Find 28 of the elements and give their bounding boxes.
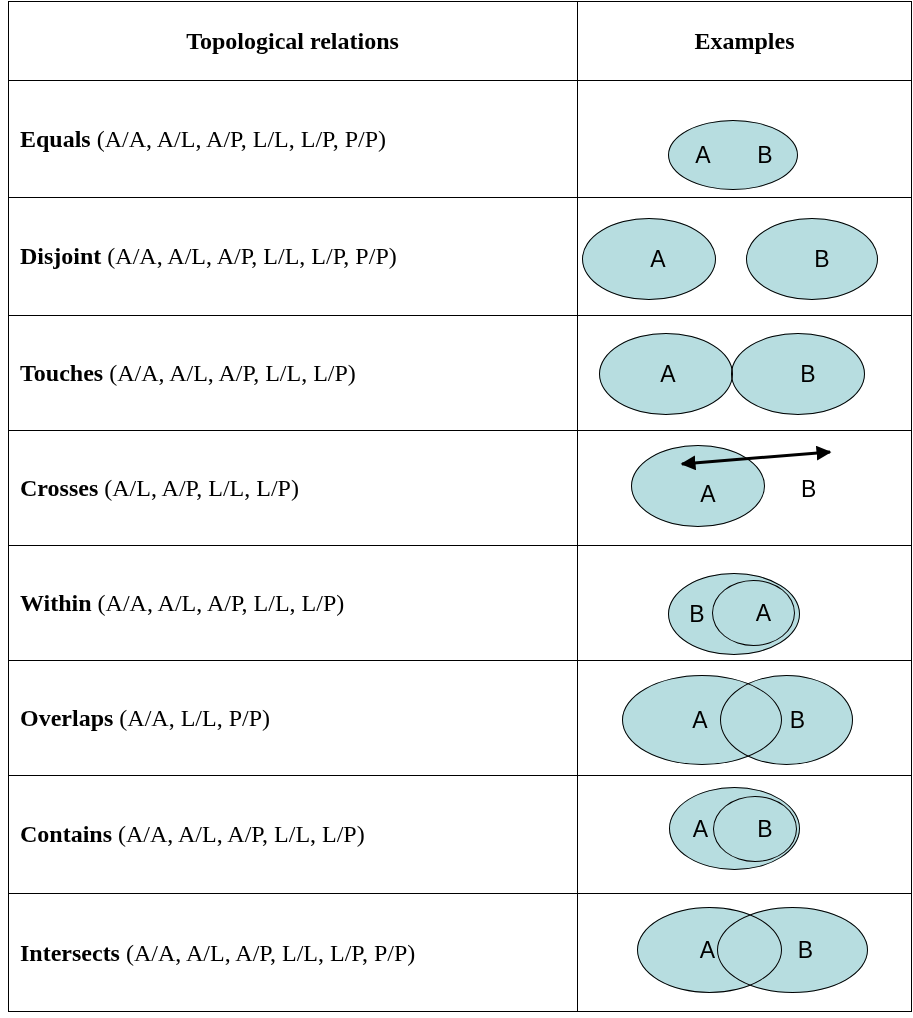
region-letter: A xyxy=(692,708,708,732)
relation-label: Crosses (A/L, A/P, L/L, L/P) xyxy=(20,473,299,503)
region-letter: A xyxy=(755,601,772,625)
relation-label: Touches (A/A, A/L, A/P, L/L, L/P) xyxy=(20,358,356,388)
region-letter: A xyxy=(695,143,711,167)
region-letter: B xyxy=(797,938,814,962)
ellipse xyxy=(712,580,795,646)
relation-label: Intersects (A/A, A/L, A/P, L/L, L/P, P/P) xyxy=(20,938,416,968)
region-letter: B xyxy=(689,602,705,626)
relation-label: Disjoint (A/A, A/L, A/P, L/L, L/P, P/P) xyxy=(20,242,397,271)
region-letter: A xyxy=(660,362,676,386)
region-letter: B xyxy=(757,143,773,167)
region-letter: B xyxy=(800,362,816,386)
region-letter: A xyxy=(650,247,666,271)
ellipse xyxy=(713,796,797,862)
region-letter: B xyxy=(789,708,806,732)
line-letter: B xyxy=(801,478,817,501)
relation-label: Overlaps (A/A, L/L, P/P) xyxy=(20,703,270,733)
relation-label: Equals (A/A, A/L, A/P, L/L, L/P, P/P) xyxy=(20,124,387,154)
region-letter: B xyxy=(814,247,830,271)
region-letter: A xyxy=(692,817,709,840)
region-letter: A xyxy=(700,482,716,506)
region-letter: A xyxy=(699,938,716,962)
region-letter: B xyxy=(757,817,773,841)
column-header: Topological relations xyxy=(186,26,399,56)
relation-label: Contains (A/A, A/L, A/P, L/L, L/P) xyxy=(20,820,365,849)
column-header: Examples xyxy=(694,26,795,56)
relation-label: Within (A/A, A/L, A/P, L/L, L/P) xyxy=(20,588,345,618)
